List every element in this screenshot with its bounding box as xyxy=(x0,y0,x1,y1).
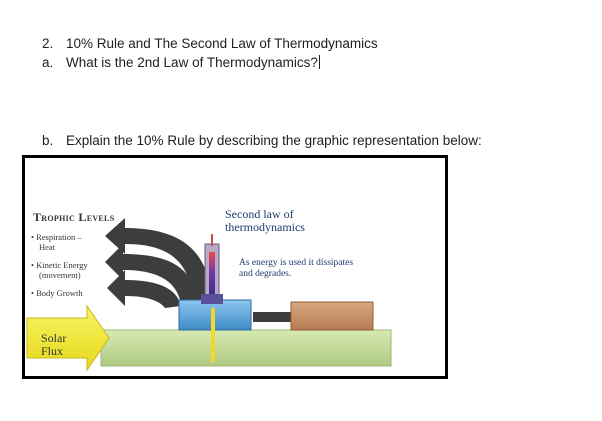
question-2a: a. What is the 2nd Law of Thermodynamics? xyxy=(42,55,320,70)
dissipation-arrows xyxy=(105,218,211,308)
figure-graphic xyxy=(26,218,392,372)
figure-title: Trophic Levels xyxy=(33,210,115,224)
text-cursor xyxy=(318,55,320,69)
question-text: Explain the 10% Rule by describing the g… xyxy=(66,133,482,148)
arrow-kinetic xyxy=(105,244,197,304)
thermometer-base xyxy=(201,294,223,304)
trophic-levels-figure[interactable]: Trophic Levels • Respiration – Heat • Ki… xyxy=(22,155,448,379)
legend: • Respiration – Heat • Kinetic Energy (m… xyxy=(31,232,88,298)
solar-flux-label: Solar Flux xyxy=(41,331,67,358)
legend-item: • Body Growth xyxy=(31,288,83,298)
thermometer-fill xyxy=(209,252,215,294)
energy-stem xyxy=(211,308,215,362)
thermometer-tip xyxy=(211,234,213,246)
question-number: b. xyxy=(42,133,54,148)
connector-bar xyxy=(253,312,293,322)
arrow-respiration xyxy=(105,218,211,304)
legend-item: • Kinetic Energy (movement) xyxy=(31,260,88,280)
ground-slab xyxy=(100,329,392,367)
question-number: 2. xyxy=(42,36,54,51)
consumer-box xyxy=(290,301,374,331)
arrow-growth xyxy=(107,270,181,308)
question-2b: b. Explain the 10% Rule by describing the… xyxy=(42,133,482,148)
question-2: 2. 10% Rule and The Second Law of Thermod… xyxy=(42,36,378,51)
question-text: 10% Rule and The Second Law of Thermodyn… xyxy=(66,36,378,51)
law-note: As energy is used it dissipates and degr… xyxy=(239,258,354,279)
question-number: a. xyxy=(42,55,54,70)
solar-flux-arrow xyxy=(26,304,110,372)
law-title: Second law of thermodynamics xyxy=(225,207,305,234)
question-text[interactable]: What is the 2nd Law of Thermodynamics? xyxy=(66,55,318,70)
legend-item: • Respiration – Heat xyxy=(31,232,82,252)
